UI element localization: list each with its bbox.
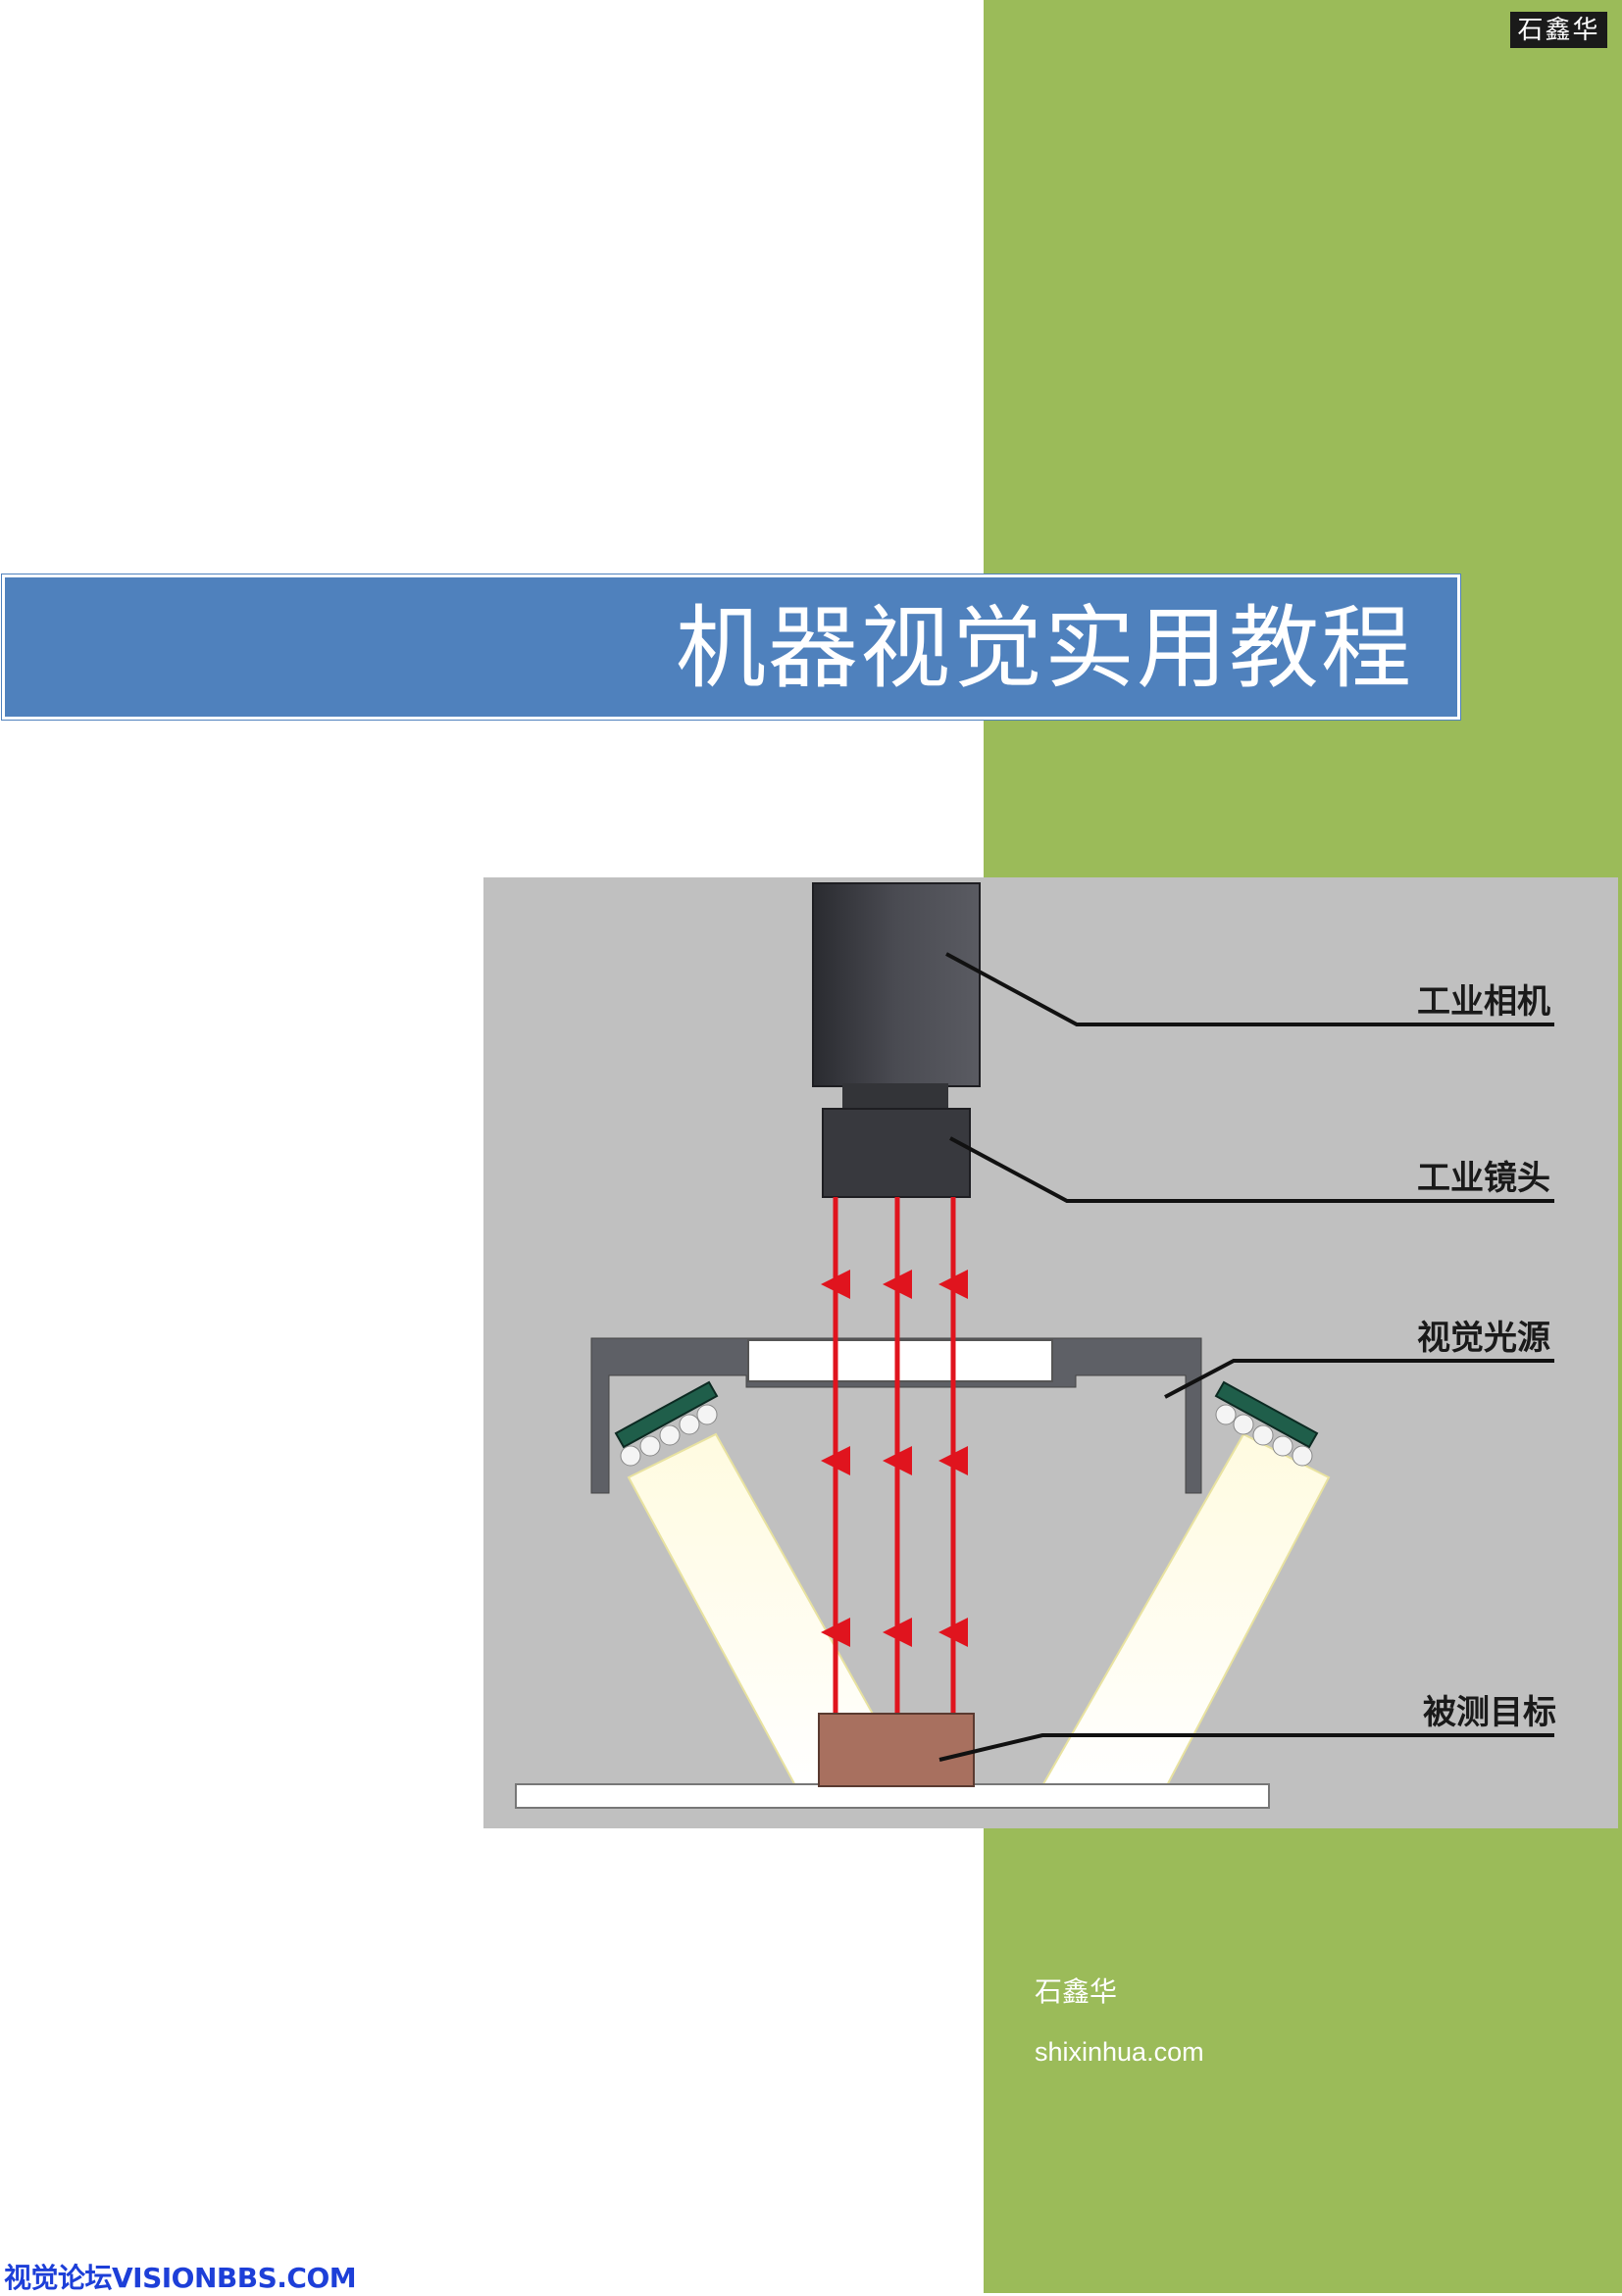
- lens-mount: [842, 1083, 948, 1111]
- industrial-camera: [812, 882, 981, 1087]
- left-led-array: [614, 1380, 719, 1467]
- label-lens: 工业镜头: [1417, 1159, 1550, 1198]
- right-led-array: [1214, 1380, 1319, 1467]
- inspection-stage: [515, 1783, 1270, 1809]
- light-window: [747, 1339, 1053, 1382]
- book-title: 机器视觉实用教程: [675, 596, 1413, 701]
- target-object: [818, 1713, 975, 1787]
- label-leader-lines: [938, 952, 1554, 1762]
- forum-watermark: 视觉论坛VISIONBBS.COM: [4, 2262, 357, 2294]
- label-camera: 工业相机: [1417, 982, 1550, 1022]
- machine-vision-diagram: 工业相机 工业镜头 视觉光源 被测目标: [483, 877, 1618, 1828]
- label-light-source: 视觉光源: [1417, 1319, 1550, 1358]
- author-website: shixinhua.com: [1035, 2037, 1204, 2067]
- industrial-lens: [822, 1108, 971, 1198]
- title-banner: 机器视觉实用教程: [1, 574, 1461, 721]
- seal-text: 石鑫华: [1517, 15, 1600, 45]
- author-seal: 石鑫华: [1510, 12, 1607, 48]
- label-target: 被测目标: [1423, 1693, 1556, 1732]
- author-name: 石鑫华: [1035, 1975, 1118, 2008]
